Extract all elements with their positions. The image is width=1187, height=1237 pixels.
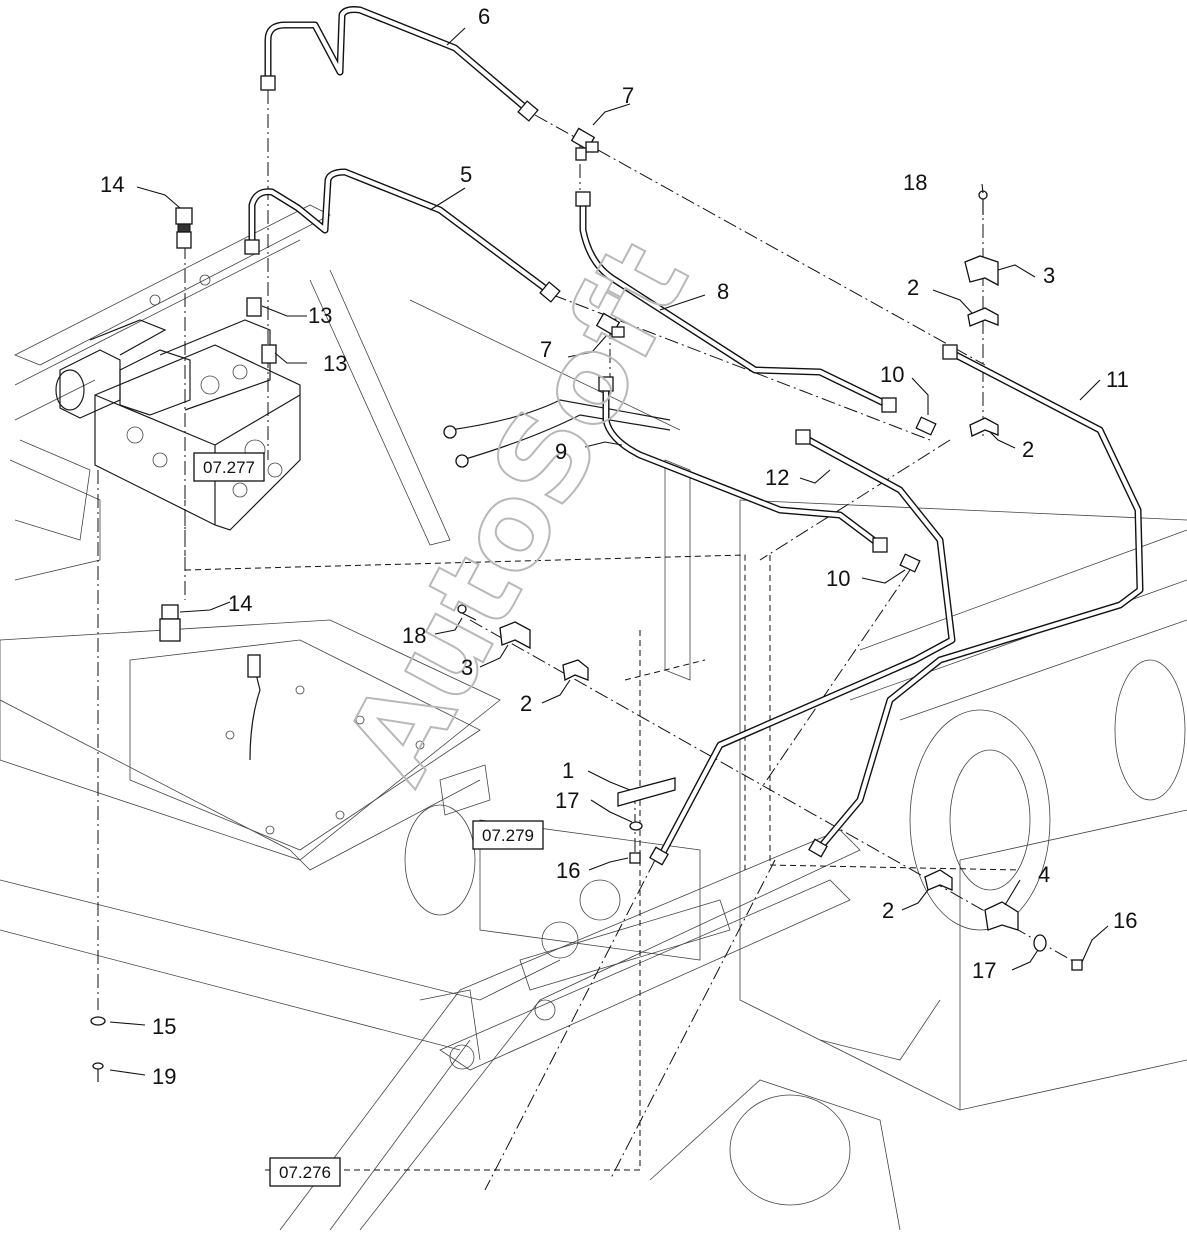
callout-3: 3 [1043,263,1055,288]
callout-13: 13 [323,351,347,376]
callout-4: 4 [1038,862,1050,887]
callout-1: 1 [562,758,574,783]
clamp-half [924,869,953,891]
callout-18: 18 [903,170,927,195]
reference-label: 07.277 [203,458,255,477]
callout-6: 6 [478,4,490,29]
clamp-half [969,417,999,437]
pipe-end-fitting [539,281,561,303]
tee-fitting [570,127,599,161]
pipe-end-fitting [649,846,669,866]
pipe-end-fitting [260,75,276,91]
machine-frame [0,204,1187,1231]
callout-15: 15 [152,1014,176,1039]
reference-box-bottom[interactable]: 07.276 [269,1157,341,1187]
callout-14: 14 [228,591,252,616]
nut [1071,959,1083,971]
callout-10: 10 [826,566,850,591]
callout-16: 16 [1113,908,1137,933]
callout-2: 2 [882,898,894,923]
callout-17: 17 [555,788,579,813]
pipe-end-fitting [942,344,958,360]
callout-2: 2 [907,275,919,300]
bolt [457,604,477,621]
clamp-bracket [984,901,1019,931]
callout-numbers: 6 7 5 14 18 3 2 13 13 8 7 10 11 2 9 12 1… [100,4,1137,1089]
reference-label: 07.279 [482,826,534,845]
callout-3: 3 [461,655,473,680]
watermark: AutoSoft [318,220,715,803]
pressure-sensor [175,207,193,249]
clamp-half [562,659,589,681]
adapter-fitting [261,344,277,364]
pipe-end-fitting [795,429,811,445]
callout-8: 8 [717,279,729,304]
bolt [978,190,988,215]
pipe-clamp [964,255,999,287]
callout-7: 7 [622,83,634,108]
pipe-end-fitting [808,838,828,858]
washer [629,821,643,831]
callout-11: 11 [1106,367,1129,392]
callout-leaders [109,27,1109,1076]
pipe-end-fitting [598,376,614,392]
callout-18: 18 [402,623,426,648]
callout-16: 16 [556,858,580,883]
pipe-end-fitting [517,100,539,122]
callout-10: 10 [880,362,904,387]
adapter-fitting [899,553,921,573]
pipe-clamp [499,621,531,650]
pipe-end-fitting [244,239,260,255]
washer [90,1016,106,1026]
screw [92,1062,104,1082]
hydraulic-pipes [248,6,1144,862]
adapter-fitting [915,416,937,436]
washer [1033,934,1047,952]
callout-5: 5 [460,162,472,187]
assembly-centerlines [97,90,1081,1191]
fittings [90,75,1083,1082]
pipe-end-fitting [881,397,897,413]
clamp-half [967,307,999,327]
pipe-end-fitting [872,537,888,553]
callout-17: 17 [972,958,996,983]
nut [629,852,641,864]
adapter-fitting [246,297,262,317]
hidden-lines [184,500,1021,1171]
callout-19: 19 [152,1064,176,1089]
clamp-plate [617,777,676,807]
reference-box-center[interactable]: 07.279 [472,820,544,850]
callout-14: 14 [100,172,124,197]
callout-7: 7 [540,337,552,362]
reference-box-valve-block[interactable]: 07.277 [193,452,265,482]
valve-block-assembly [55,319,301,531]
callout-9: 9 [555,439,567,464]
callout-13: 13 [308,303,332,328]
pipe-end-fitting [575,191,591,207]
pressure-sensor [159,604,181,642]
callout-2: 2 [1022,437,1034,462]
reference-label: 07.276 [279,1163,331,1182]
callout-12: 12 [765,465,789,490]
callout-2: 2 [520,691,532,716]
tee-fitting [595,312,625,338]
